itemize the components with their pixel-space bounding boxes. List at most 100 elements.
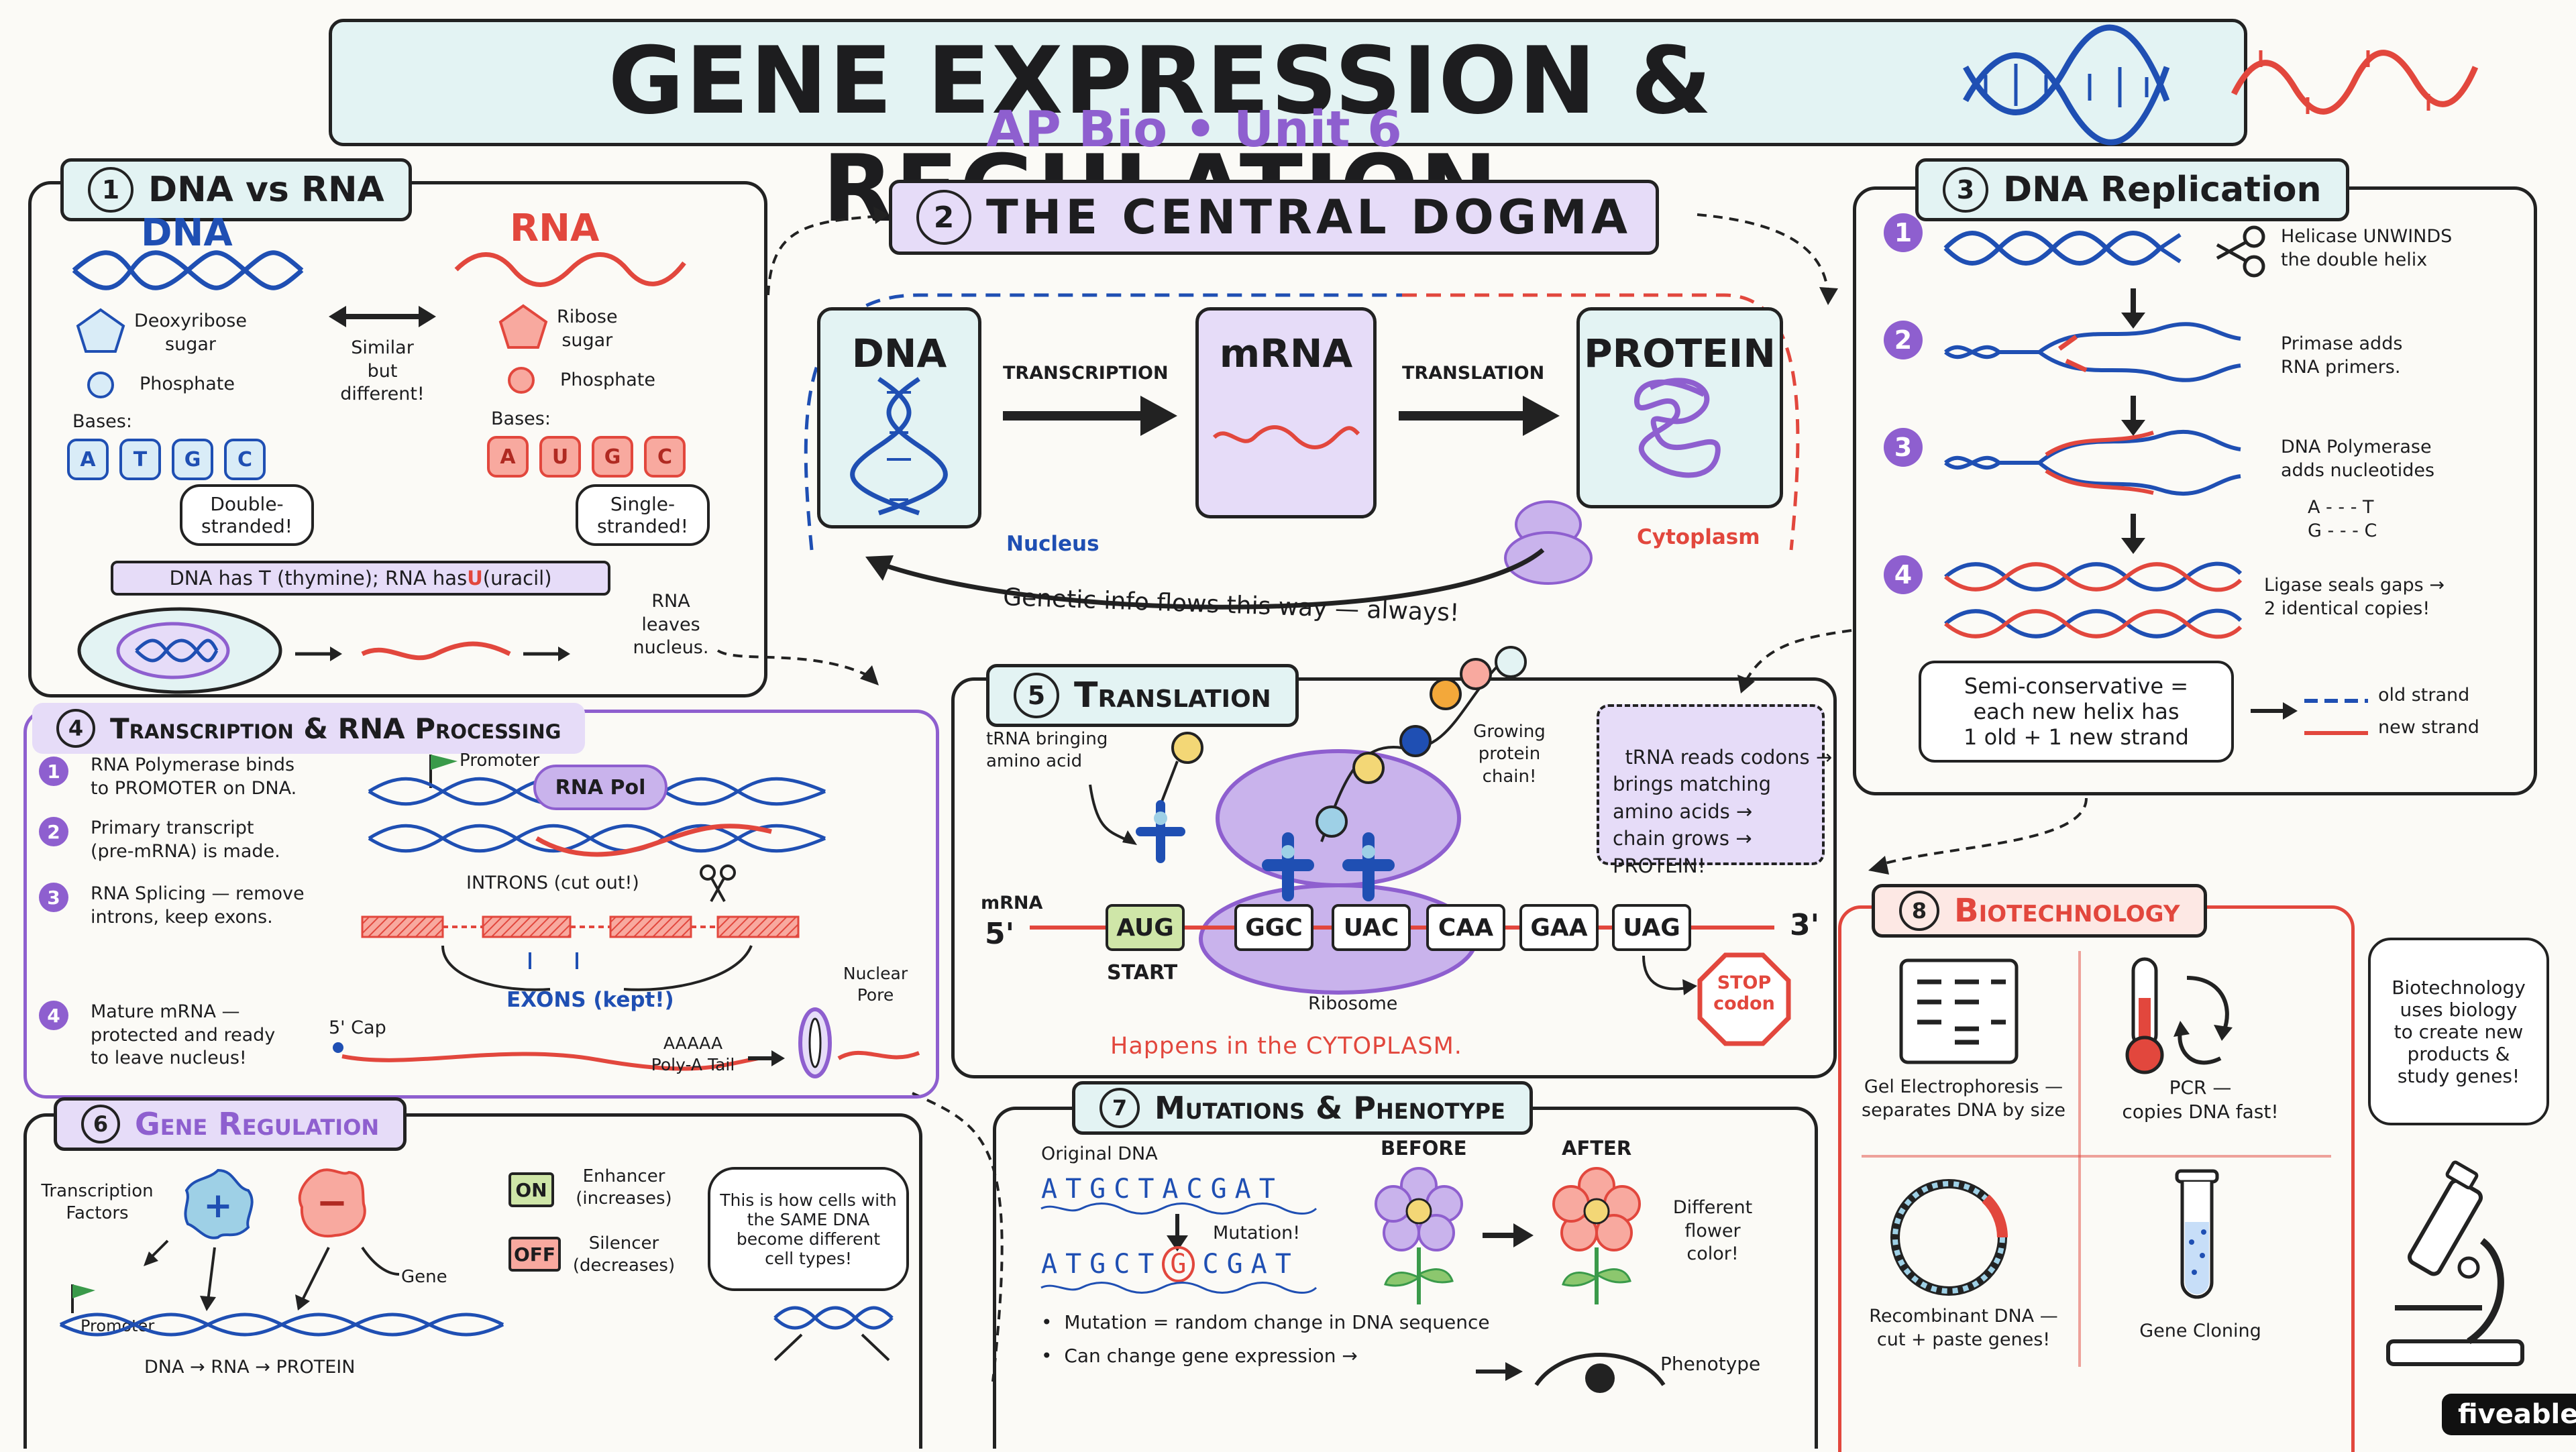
rna-pol-label: RNA Pol bbox=[555, 775, 646, 799]
rna-phosphate-icon bbox=[508, 367, 535, 394]
section-gene-regulation bbox=[23, 1113, 922, 1449]
same-dna-bubble: This is how cells with the SAME DNA beco… bbox=[708, 1167, 909, 1291]
exon-arrows bbox=[441, 945, 753, 991]
rna-sugar-label: Ribose sugar bbox=[557, 306, 618, 351]
enhancer-label: Enhancer (increases) bbox=[576, 1166, 672, 1209]
dna-double-helix-icon bbox=[72, 250, 304, 290]
ribose-pentagon-icon bbox=[498, 304, 548, 349]
deoxyribose-pentagon-icon bbox=[76, 308, 125, 353]
step-arrow-down bbox=[2121, 396, 2145, 436]
red-flower-icon bbox=[1552, 1167, 1641, 1304]
poly-a-label: AAAAA Poly-A Tail bbox=[651, 1034, 735, 1074]
five-cap-label: 5' Cap bbox=[329, 1017, 386, 1038]
repressor-blob-icon bbox=[298, 1168, 366, 1238]
codon-start: AUG bbox=[1106, 904, 1185, 951]
original-dna-label: Original DNA bbox=[1041, 1143, 1158, 1164]
nuclear-pore-icon bbox=[798, 1007, 832, 1078]
mutated-helix-underline bbox=[1040, 1282, 1318, 1294]
transcription-step-2-text: Primary transcript (pre-mRNA) is made. bbox=[91, 818, 280, 862]
recombinant-label: Recombinant DNA — cut + paste genes! bbox=[1869, 1306, 2058, 1350]
silencer-label: Silencer (decreases) bbox=[572, 1233, 676, 1276]
test-tube-icon bbox=[2175, 1169, 2219, 1299]
mrna-box: mRNA bbox=[1195, 307, 1377, 518]
rna-bases-label: Bases: bbox=[491, 408, 551, 429]
base-hex: T bbox=[119, 439, 161, 480]
transcription-step-4: 4 bbox=[39, 1001, 68, 1030]
expression-flow-label: DNA → RNA → PROTEIN bbox=[144, 1357, 356, 1378]
gene-label: Gene bbox=[401, 1267, 447, 1287]
polymerase-fork bbox=[1944, 429, 2241, 496]
codon: CAA bbox=[1426, 904, 1505, 951]
rna-phosphate-label: Phosphate bbox=[560, 370, 655, 390]
central-dogma-border bbox=[804, 293, 1800, 551]
dna-box: DNA bbox=[817, 307, 981, 528]
transcription-step-1: 1 bbox=[39, 757, 68, 786]
rna-bases: A U G C bbox=[487, 436, 686, 478]
promoter-flag-icon bbox=[71, 1284, 95, 1313]
start-label: START bbox=[1107, 961, 1178, 985]
rna-exit-strand bbox=[295, 641, 570, 661]
on-switch: ON bbox=[508, 1172, 554, 1207]
regulation-arrows bbox=[144, 1239, 400, 1311]
transcription-step-3-text: RNA Splicing — remove introns, keep exon… bbox=[91, 883, 305, 928]
replication-step-3-text: DNA Polymerase adds nucleotides bbox=[2281, 437, 2435, 481]
splicing-bar bbox=[361, 915, 800, 938]
plasmid-icon bbox=[1890, 1179, 2008, 1296]
cell-types-helix bbox=[773, 1306, 894, 1361]
single-stranded-bubble: Single- stranded! bbox=[576, 484, 710, 546]
translation-label: TRANSLATION bbox=[1402, 363, 1545, 384]
pre-mrna-helix bbox=[368, 824, 826, 857]
translation-info-box: tRNA reads codons → brings matching amin… bbox=[1597, 704, 1832, 877]
compare-label: Similar but different! bbox=[340, 337, 425, 405]
connector-1-2 bbox=[767, 207, 889, 296]
base-hex: A bbox=[67, 439, 109, 480]
cell-nucleus-icon bbox=[77, 607, 282, 694]
replication-step-4: 4 bbox=[1884, 555, 1923, 594]
codon: UAC bbox=[1332, 904, 1411, 951]
repressor-minus: − bbox=[316, 1181, 348, 1225]
dna-box-label: DNA bbox=[851, 331, 947, 376]
t-vs-u-note: DNA has T (thymine); RNA has U (uracil) bbox=[111, 561, 610, 596]
base-pairs: A - - - T G - - - C bbox=[2308, 497, 2377, 541]
introns-label: INTRONS (cut out!) bbox=[466, 873, 639, 893]
double-arrow-icon bbox=[329, 306, 436, 327]
base-hex: C bbox=[644, 436, 686, 478]
page-subtitle: AP Bio • Unit 6 bbox=[986, 101, 1402, 158]
phenotype-label: Phenotype bbox=[1660, 1353, 1761, 1375]
cloning-label: Gene Cloning bbox=[2139, 1321, 2261, 1341]
phenotype-arrow bbox=[1483, 1223, 1534, 1247]
nuclear-pore-label: Nuclear Pore bbox=[843, 964, 908, 1005]
purple-flower-icon bbox=[1375, 1167, 1463, 1304]
semi-conservative-bubble: Semi-conservative = each new helix has 1… bbox=[1919, 661, 2234, 763]
protein-chain-icon bbox=[1316, 646, 1527, 842]
rna-single-strand-icon bbox=[454, 252, 686, 287]
translation-arrow bbox=[1399, 396, 1560, 436]
replication-step-1-text: Helicase UNWINDS the double helix bbox=[2281, 226, 2453, 270]
dna-helix-icon bbox=[1963, 24, 2170, 146]
primase-fork bbox=[1944, 322, 2241, 382]
biotech-grid-hline bbox=[1862, 1155, 2331, 1158]
replication-step-4-text: Ligase seals gaps → 2 identical copies! bbox=[2264, 575, 2445, 619]
transcription-label: TRANSCRIPTION bbox=[1003, 363, 1169, 384]
connector-4-7 bbox=[912, 1092, 1004, 1382]
ribosome-label: Ribosome bbox=[1308, 993, 1398, 1014]
two-copies-helices bbox=[1944, 561, 2243, 639]
helicase-helix bbox=[1943, 231, 2182, 266]
original-helix-underline bbox=[1040, 1203, 1318, 1215]
transcription-step-4-text: Mature mRNA — protected and ready to lea… bbox=[91, 1001, 276, 1069]
after-label: AFTER bbox=[1562, 1137, 1632, 1160]
nucleus-label: Nucleus bbox=[1006, 532, 1099, 556]
original-sequence: ATGCTACGAT bbox=[1041, 1174, 1283, 1205]
activator-plus: + bbox=[203, 1186, 233, 1226]
transcription-step-1-text: RNA Polymerase binds to PROMOTER on DNA. bbox=[91, 755, 297, 799]
cytoplasm-note: Happens in the CYTOPLASM. bbox=[1110, 1033, 1462, 1060]
activator-blob-icon bbox=[184, 1168, 254, 1239]
mrna-strand-icon bbox=[1212, 425, 1360, 449]
flower-color-label: Different flower color! bbox=[1672, 1197, 1753, 1265]
